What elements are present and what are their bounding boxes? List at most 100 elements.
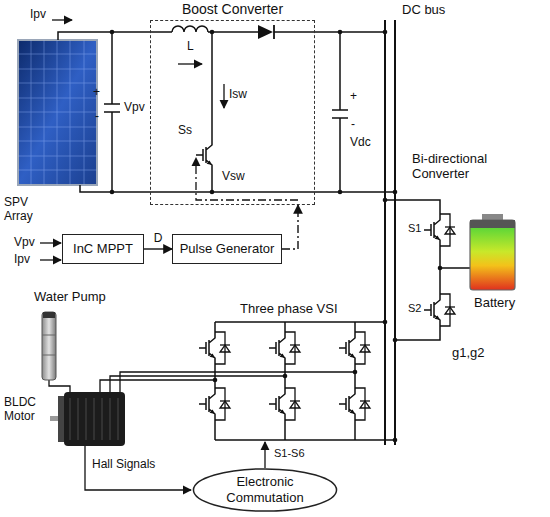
signal-label: Vdc	[350, 136, 371, 150]
signal-label: Vpv	[124, 101, 145, 115]
signal-label: S2	[408, 302, 421, 315]
signal-label: g1,g2	[452, 346, 485, 361]
junction-dot	[338, 190, 343, 195]
igbt-symbol	[269, 384, 300, 424]
pulse-generator-box: Pulse Generator	[172, 234, 282, 264]
boost-wiring	[332, 32, 348, 192]
junction-dot	[383, 198, 388, 203]
signal-label: Water Pump	[34, 290, 106, 305]
igbt-symbol	[424, 210, 455, 250]
signal-label: Vsw	[222, 170, 245, 184]
water-pump-icon	[42, 312, 56, 380]
signal-arrow	[40, 242, 61, 243]
connector-label: D	[153, 232, 164, 246]
boost-wiring	[208, 31, 385, 33]
igbt-symbol	[339, 384, 370, 424]
dc-bus	[385, 20, 395, 445]
junction-dot	[383, 30, 388, 35]
water-pump-icon	[43, 312, 55, 318]
boost-wiring	[172, 26, 208, 32]
ellipse-outline	[193, 469, 336, 511]
node-text: Pulse Generator	[180, 241, 275, 257]
node-text: Electronic Commutation	[214, 474, 316, 505]
junction-dot	[210, 30, 215, 35]
signal-connector	[282, 205, 298, 249]
bldc-motor-icon	[64, 392, 125, 446]
signal-arrow	[40, 243, 265, 490]
signal-label: Isw	[229, 88, 247, 102]
phase-wire	[100, 380, 215, 392]
three-phase-vsi	[215, 322, 395, 440]
battery-icon	[470, 220, 515, 290]
signal-label: -	[95, 110, 99, 124]
igbt-symbol	[424, 290, 455, 330]
signal-label: Ss	[178, 124, 192, 138]
signal-label: Battery	[474, 296, 515, 311]
signal-arrow	[85, 446, 191, 490]
igbt-symbol	[199, 328, 230, 368]
bldc-motor-icon	[70, 398, 118, 440]
phase-wire	[110, 376, 285, 392]
phase-wire	[49, 372, 355, 392]
junction-dot	[283, 374, 288, 379]
signal-connector	[144, 248, 172, 249]
dc-bus	[385, 20, 395, 445]
phase-wire	[49, 380, 70, 392]
igbt-symbol	[339, 328, 370, 368]
three-phase-vsi	[215, 322, 395, 440]
gate-signal-line	[196, 158, 298, 200]
boost-wiring	[104, 32, 120, 192]
signal-label: S1-S6	[274, 447, 305, 460]
junction-dot	[213, 378, 218, 383]
igbt-symbol	[269, 328, 300, 368]
signal-label: Bi-directional Converter	[412, 152, 532, 182]
bldc-motor-icon	[50, 392, 125, 446]
signal-label: SPV Array	[4, 196, 48, 224]
water-pump-icon	[42, 312, 56, 380]
mppt-box: InC MPPT	[62, 234, 144, 264]
igbt-symbol	[199, 384, 230, 424]
battery-icon	[470, 214, 515, 290]
solar-panel	[18, 40, 97, 185]
current-arrow	[52, 19, 72, 20]
solar-panel	[18, 40, 97, 185]
junction-dot	[210, 190, 215, 195]
signal-label: DC bus	[402, 3, 445, 18]
solar-panel	[18, 40, 97, 185]
current-arrow	[178, 63, 202, 64]
junction-dot	[393, 190, 398, 195]
boost-wiring	[58, 26, 395, 192]
junction-dot	[393, 438, 398, 443]
junction-dot	[438, 266, 443, 271]
signal-label: Ipv	[30, 8, 46, 22]
signal-label: L	[187, 40, 194, 54]
node-text: InC MPPT	[73, 241, 133, 257]
bidirectional-converter	[385, 200, 470, 340]
bldc-motor-icon	[58, 396, 65, 442]
diode-symbol	[258, 25, 273, 39]
phase-wire	[120, 372, 355, 392]
signal-label: Hall Signals	[92, 458, 155, 472]
signal-label: +	[93, 86, 100, 100]
junction-dot	[110, 30, 443, 443]
junction-dot	[393, 338, 398, 343]
signal-label: BLDC Motor	[4, 396, 50, 424]
signal-label: -	[351, 118, 355, 132]
commutation-ellipse: Electronic Commutation	[192, 468, 338, 512]
signal-label: Ipv	[14, 253, 30, 267]
boost-wiring	[80, 185, 395, 192]
diode-symbol	[273, 25, 275, 39]
current-arrow	[223, 84, 224, 108]
current-arrow	[52, 20, 224, 108]
junction-dot	[338, 30, 343, 35]
bidirectional-converter	[385, 200, 470, 340]
signal-arrow	[40, 259, 61, 260]
boost-wiring	[58, 32, 172, 40]
junction-dot	[383, 320, 388, 325]
signal-label: +	[350, 90, 357, 104]
signal-label: S1	[408, 222, 421, 235]
junction-dot	[353, 370, 358, 375]
signal-label: Vpv	[14, 236, 35, 250]
signal-arrow	[264, 442, 265, 468]
